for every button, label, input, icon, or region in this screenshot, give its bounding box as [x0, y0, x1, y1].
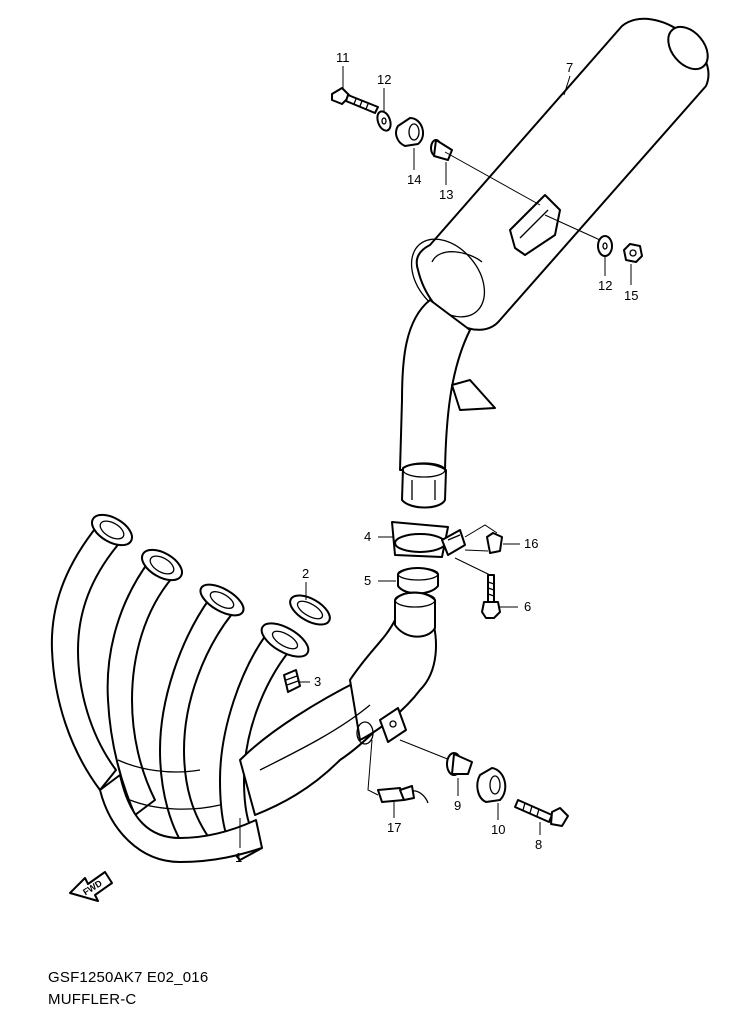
callout-16[interactable]: 16: [524, 536, 538, 551]
exhaust-pipe-assembly[interactable]: [50, 509, 437, 863]
nut[interactable]: [623, 243, 643, 263]
muffler-clamp[interactable]: [391, 521, 466, 558]
clamp-nut[interactable]: [486, 532, 503, 554]
forward-direction-arrow: FWD: [69, 871, 113, 902]
callout-5[interactable]: 5: [364, 573, 371, 588]
clamp-bolt[interactable]: [481, 574, 501, 619]
callout-11[interactable]: 11: [336, 50, 350, 65]
callout-15[interactable]: 15: [624, 288, 638, 303]
cushion[interactable]: [395, 117, 425, 147]
exhaust-stud-bolt[interactable]: [283, 669, 301, 693]
callout-3[interactable]: 3: [314, 674, 321, 689]
muffler[interactable]: [397, 18, 716, 331]
callout-9[interactable]: 9: [454, 798, 461, 813]
muffler-connecting-pipe: [399, 299, 496, 509]
bolt[interactable]: [514, 799, 569, 827]
drawing-code: GSF1250AK7 E02_016: [48, 969, 209, 986]
exhaust-gasket[interactable]: [397, 567, 439, 595]
callout-14[interactable]: 14: [407, 172, 421, 187]
collar[interactable]: [430, 139, 453, 161]
callout-17[interactable]: 17: [387, 820, 401, 835]
callout-12-right[interactable]: 12: [598, 278, 612, 293]
callout-2[interactable]: 2: [302, 566, 309, 581]
washer[interactable]: [597, 235, 613, 257]
callout-13[interactable]: 13: [439, 187, 453, 202]
drawing-title: MUFFLER-C: [48, 991, 137, 1008]
callout-12-top[interactable]: 12: [377, 72, 391, 87]
callout-8[interactable]: 8: [535, 837, 542, 852]
callout-7[interactable]: 7: [566, 60, 573, 75]
callout-1[interactable]: 1: [235, 850, 242, 865]
callout-6[interactable]: 6: [524, 599, 531, 614]
callout-10[interactable]: 10: [491, 822, 505, 837]
callout-4[interactable]: 4: [364, 529, 371, 544]
exhaust-pipe-gasket[interactable]: [285, 589, 334, 630]
oxygen-sensor[interactable]: [377, 785, 429, 804]
bolt[interactable]: [331, 87, 379, 114]
collar[interactable]: [446, 752, 473, 776]
washer[interactable]: [375, 110, 393, 133]
cushion[interactable]: [476, 767, 507, 803]
muffler-mount-bracket: [509, 194, 561, 256]
